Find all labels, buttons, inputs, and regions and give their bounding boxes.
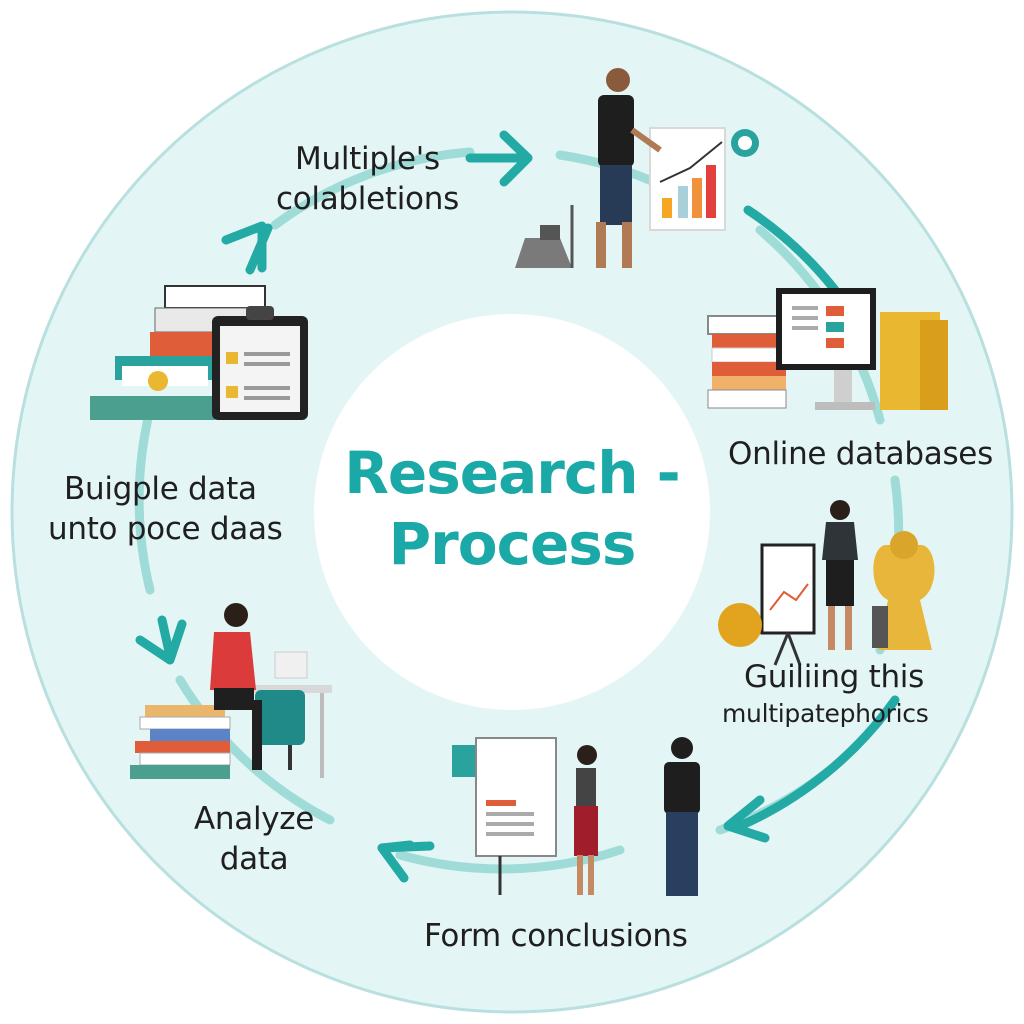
step-label-buigple-data: Buigple data unto poce daas [48, 470, 283, 549]
step-label-form-conclusions-line1: Form conclusions [424, 918, 688, 954]
step-label-analyze-data: Analyze data [194, 800, 314, 879]
guiding-illustration [718, 500, 935, 666]
arrow-topleft-icon [221, 221, 267, 273]
presenter-illustration [515, 68, 759, 268]
conclusions-illustration [452, 737, 700, 896]
step-label-buigple-data-line2: unto poce daas [48, 510, 283, 547]
online-database-illustration [707, 288, 948, 410]
center-title: Research - Process [312, 438, 712, 580]
step-label-guiding-line2: multipatephorics [722, 698, 929, 728]
arrow-top-icon [499, 130, 533, 187]
arrow-left-icon [135, 619, 187, 665]
buigple-data-illustration [90, 285, 308, 420]
step-label-guiding-line1: Guiliing this [744, 659, 924, 695]
arrow-bottomright-curve [735, 695, 900, 831]
center-title-line1: Research - [344, 439, 681, 507]
center-title-line2: Process [388, 509, 637, 578]
arrow-bottomright-icon [723, 795, 770, 843]
arrow-right-top-curve [743, 205, 840, 295]
step-label-online-databases: Online databases [728, 435, 993, 475]
step-label-online-databases-line1: Online databases [728, 436, 993, 472]
inner-circle [314, 314, 710, 710]
arrow-bottom-shaft [377, 841, 435, 853]
step-label-analyze-data-line1: Analyze [194, 801, 315, 837]
step-label-guiding: Guiliing this multipatephorics [722, 658, 929, 730]
step-label-form-conclusions: Form conclusions [424, 917, 688, 957]
step-label-analyze-data-line2: data [219, 840, 289, 877]
step-label-buigple-data-line1: Buigple data [64, 471, 257, 507]
step-label-collaborations: Multiple's colabletions [276, 140, 459, 219]
analyze-data-illustration [130, 603, 332, 779]
step-label-collaborations-line1: Multiple's [295, 141, 440, 177]
step-label-collaborations-line2: colabletions [276, 180, 459, 217]
